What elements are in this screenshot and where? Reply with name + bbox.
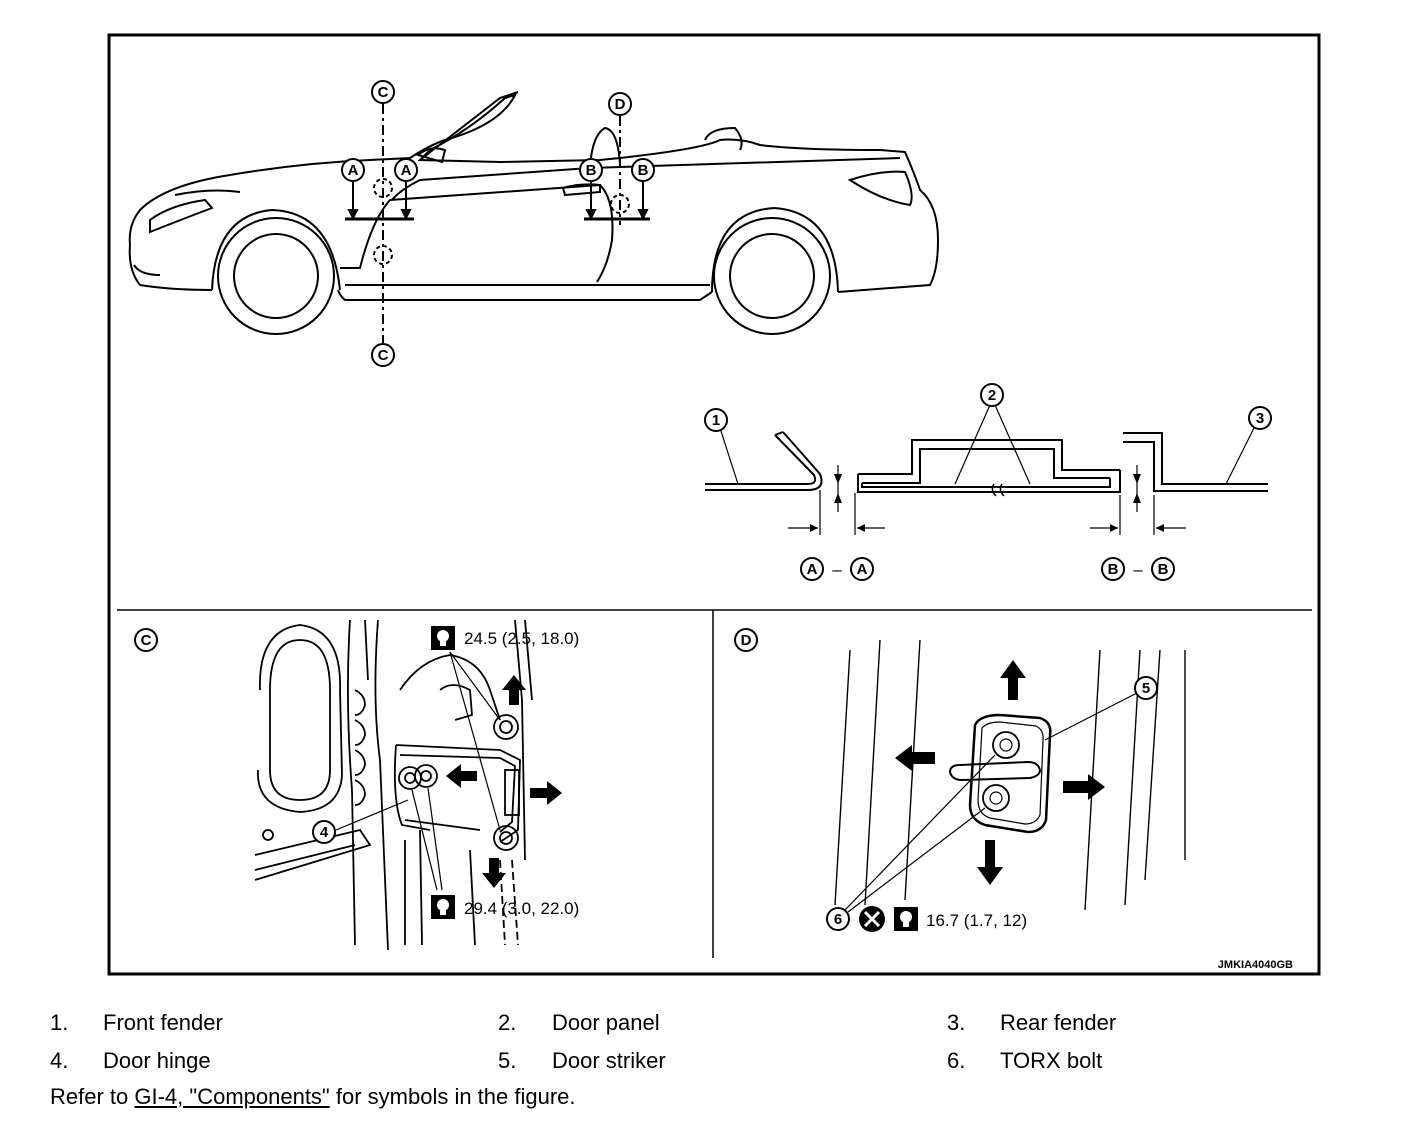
- section-bb-dash: –: [1133, 560, 1143, 579]
- legend-number: 3.: [947, 1010, 966, 1035]
- symbols-note: Refer to GI-4, "Components" for symbols …: [50, 1080, 576, 1114]
- section-aa-dash: –: [832, 560, 842, 579]
- panel-d-labels: D 5 6 16.7 (1.7, 12): [734, 628, 1158, 932]
- car-section-marks: [345, 104, 650, 343]
- callout-1: 1: [712, 412, 720, 429]
- parts-legend: 1. Front fender 2. Door panel 3. Rear fe…: [0, 1000, 1408, 1124]
- legend-row: 4. Door hinge 5. Door striker 6. TORX bo…: [0, 1044, 1408, 1078]
- car-side-view: [128, 91, 940, 335]
- note-suffix: for symbols in the figure.: [329, 1084, 576, 1109]
- callout-c-top: C: [378, 84, 389, 101]
- panel-c-door-hinge: [254, 619, 533, 951]
- legend-text: Front fender: [103, 1010, 223, 1035]
- legend-text: TORX bolt: [1000, 1048, 1103, 1073]
- car-callouts: C C D A A B B: [341, 80, 655, 367]
- section-b-left: B: [1108, 561, 1119, 578]
- panel-c-arrows: [446, 675, 562, 888]
- torque-wrench-icon: [894, 907, 918, 931]
- panel-c-title: C: [141, 632, 152, 649]
- callout-b-right: B: [638, 162, 649, 179]
- door-gap-cross-section: [705, 404, 1268, 535]
- legend-text: Door hinge: [103, 1048, 211, 1073]
- callout-d-top: D: [615, 96, 626, 113]
- callout-b-left: B: [586, 162, 597, 179]
- legend-number: 2.: [498, 1010, 517, 1035]
- section-a-left: A: [807, 561, 818, 578]
- legend-row: 1. Front fender 2. Door panel 3. Rear fe…: [0, 1006, 1408, 1040]
- figure-code: JMKIA4040GB: [1218, 959, 1293, 971]
- panel-c-labels: C 4 24.5 (2.5, 18.0) 29.4 (3.0, 22.0): [134, 626, 579, 919]
- callout-4: 4: [320, 824, 329, 841]
- section-a-right: A: [857, 561, 868, 578]
- legend-number: 6.: [947, 1048, 966, 1073]
- door-fitting-diagram: C C D A A B B: [107, 33, 1321, 976]
- figure-frame: [107, 33, 1321, 976]
- legend-number: 1.: [50, 1010, 69, 1035]
- callout-a-right: A: [401, 162, 412, 179]
- legend-text: Door striker: [552, 1048, 666, 1073]
- callout-a-left: A: [348, 162, 359, 179]
- torque-hinge-upper: 24.5 (2.5, 18.0): [464, 629, 579, 648]
- legend-number: 4.: [50, 1048, 69, 1073]
- torque-wrench-icon: [431, 626, 455, 650]
- section-b-right: B: [1158, 561, 1169, 578]
- legend-text: Door panel: [552, 1010, 660, 1035]
- callout-c-bottom: C: [378, 347, 389, 364]
- note-prefix: Refer to: [50, 1084, 135, 1109]
- cross-section-callouts: 1 2 3 A – A B – B: [704, 383, 1272, 581]
- panel-d-title: D: [741, 632, 752, 649]
- torque-striker: 16.7 (1.7, 12): [926, 911, 1027, 930]
- components-link[interactable]: GI-4, "Components": [134, 1084, 330, 1109]
- legend-number: 5.: [498, 1048, 517, 1073]
- torque-wrench-icon: [431, 895, 455, 919]
- torque-hinge-lower: 29.4 (3.0, 22.0): [464, 899, 579, 918]
- cross-section-arrows: [810, 474, 1164, 532]
- legend-text: Rear fender: [1000, 1010, 1117, 1035]
- callout-2: 2: [988, 387, 996, 404]
- panel-d-arrows: [895, 660, 1105, 885]
- callout-5: 5: [1142, 680, 1150, 697]
- do-not-reuse-icon: [859, 906, 885, 932]
- callout-6: 6: [834, 911, 842, 928]
- callout-3: 3: [1256, 410, 1264, 427]
